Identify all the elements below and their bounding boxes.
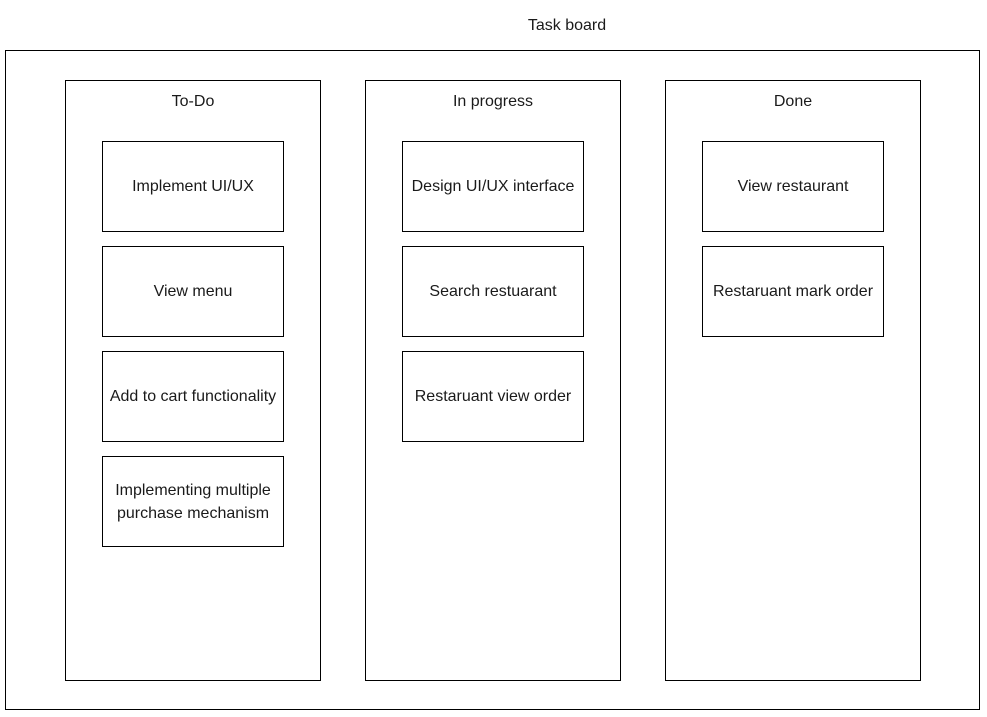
column-title: In progress	[452, 93, 534, 110]
column-title: Done	[773, 93, 813, 110]
task-card[interactable]: Restaruant view order	[402, 351, 584, 442]
column-todo: To-Do Implement UI/UX View menu Add to c…	[65, 80, 321, 681]
column-title: To-Do	[171, 93, 215, 110]
task-card[interactable]: Implement UI/UX	[102, 141, 284, 232]
task-card[interactable]: Add to cart functionality	[102, 351, 284, 442]
task-card-label: Restaruant view order	[414, 388, 572, 405]
task-card-label: View menu	[153, 283, 233, 300]
task-card-label: View restaurant	[737, 178, 849, 195]
task-card[interactable]: View menu	[102, 246, 284, 337]
column-in-progress: In progress Design UI/UX interface Searc…	[365, 80, 621, 681]
task-card-label: Design UI/UX interface	[411, 178, 575, 195]
task-card[interactable]: View restaurant	[702, 141, 884, 232]
task-card-label: Implement UI/UX	[132, 178, 254, 195]
task-board	[5, 50, 980, 710]
task-card-label: Implementing multiple purchase mechanism	[115, 481, 271, 522]
task-card[interactable]: Design UI/UX interface	[402, 141, 584, 232]
task-card-label: Search restuarant	[429, 283, 557, 300]
board-title: Task board	[527, 17, 607, 34]
task-card[interactable]: Restaruant mark order	[702, 246, 884, 337]
task-card[interactable]: Search restuarant	[402, 246, 584, 337]
column-done: Done View restaurant Restaruant mark ord…	[665, 80, 921, 681]
task-card[interactable]: Implementing multiple purchase mechanism	[102, 456, 284, 547]
task-card-label: Add to cart functionality	[109, 388, 277, 405]
task-card-label: Restaruant mark order	[712, 283, 874, 300]
